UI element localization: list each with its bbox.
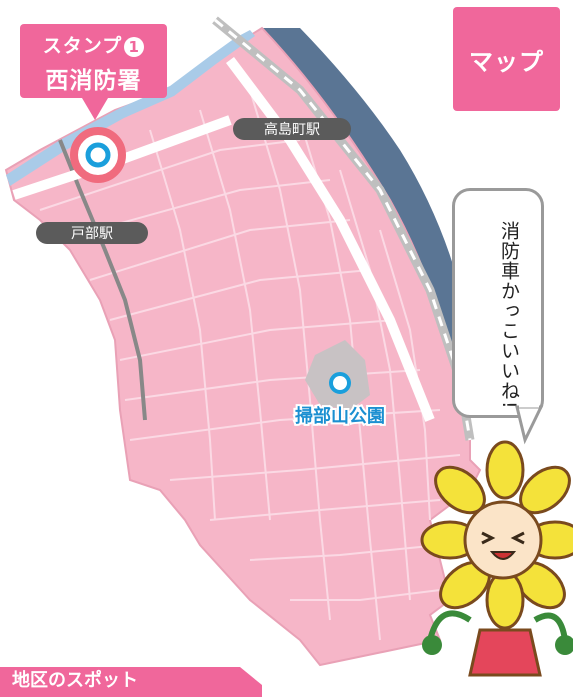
station-tobe: 戸部駅 <box>36 222 148 244</box>
stamp-prefix: スタンプ <box>42 35 123 57</box>
callout-pointer <box>82 98 108 120</box>
speech-text: 消防車かっこいいね! <box>498 221 520 410</box>
bay-water <box>262 28 470 420</box>
map-tab[interactable]: マップ <box>453 7 560 111</box>
stamp-marker[interactable] <box>70 127 126 183</box>
flower-mascot <box>420 440 573 677</box>
stamp-name: 西消防署 <box>45 68 142 94</box>
park-marker[interactable] <box>329 372 351 394</box>
footer-section-tab[interactable]: 地区のスポット <box>0 667 262 697</box>
stamp-number-badge: 1 <box>124 36 145 57</box>
speech-bubble: 消防車かっこいいね! <box>452 188 544 418</box>
park-label: 掃部山公園 <box>295 405 385 427</box>
svg-text:高島町駅: 高島町駅 <box>264 121 320 138</box>
river <box>6 30 255 186</box>
speech-tail <box>515 405 544 445</box>
station-takashimacho: 高島町駅 <box>233 118 351 140</box>
svg-text:戸部駅: 戸部駅 <box>71 226 113 242</box>
